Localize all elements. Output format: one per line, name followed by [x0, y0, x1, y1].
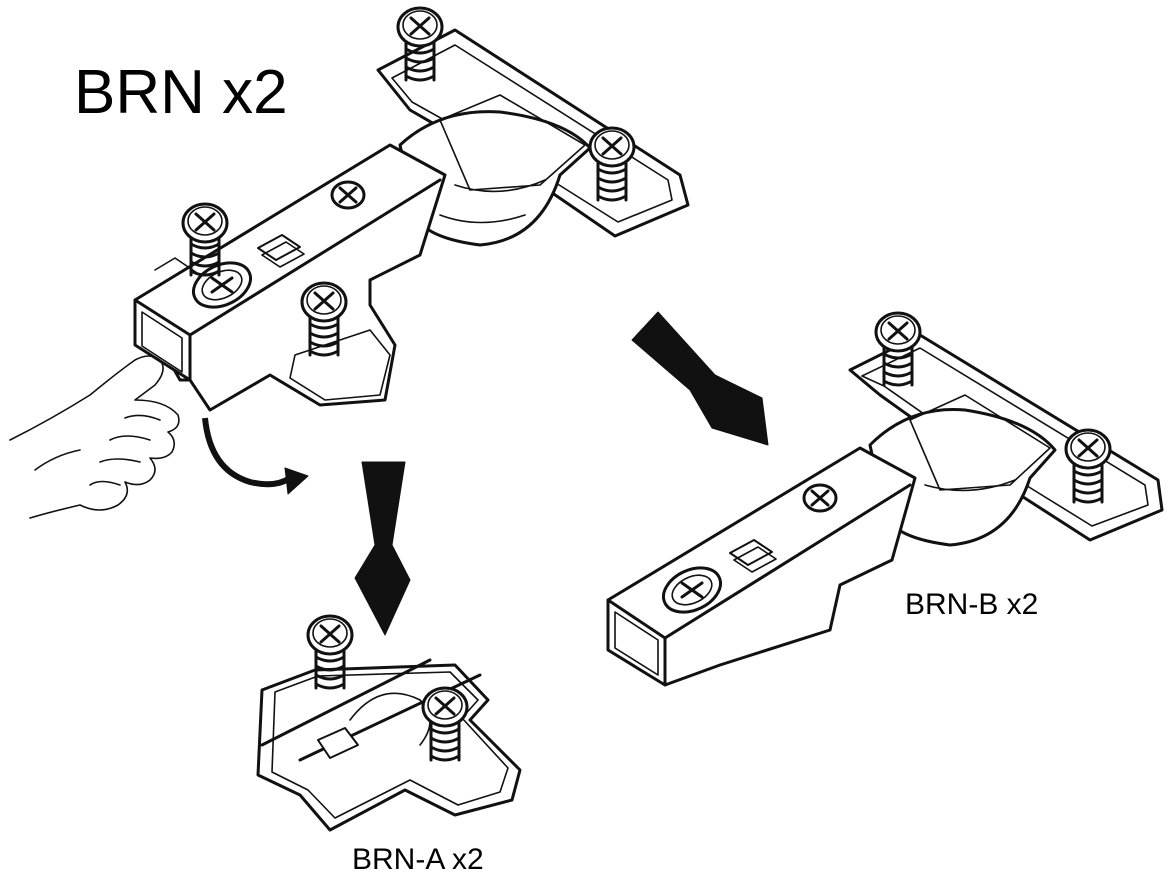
hinge-arm [133, 143, 447, 412]
part-a-mounting-plate [256, 614, 522, 832]
diagonal-arrow-icon [631, 311, 769, 446]
curved-arrow-icon [202, 417, 309, 495]
hand-pressing-icon [9, 355, 180, 519]
part-b-hinge-body [606, 311, 1164, 687]
diagram-title: BRN x2 [74, 58, 288, 127]
part-b-label: BRN-B x2 [905, 588, 1039, 621]
full-hinge [133, 6, 690, 412]
down-arrow-icon [354, 461, 411, 636]
part-a-label: BRN-A x2 [352, 843, 484, 876]
